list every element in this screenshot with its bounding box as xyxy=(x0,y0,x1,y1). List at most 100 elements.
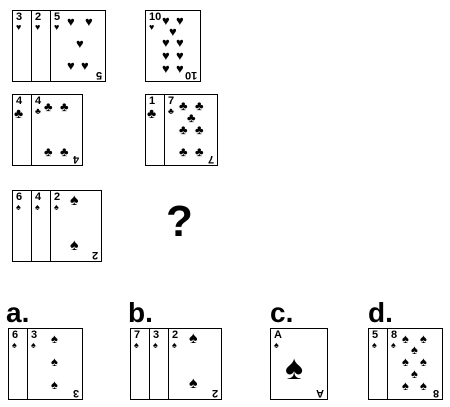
card-rank-bottom: A xyxy=(316,387,324,399)
spade-icon: ♠ xyxy=(31,340,36,350)
club-pip-icon: ♣ xyxy=(187,110,196,125)
heart-pip-icon: ♥ xyxy=(176,61,184,76)
card-rank: 3 xyxy=(16,11,23,23)
card-7-clubs: 7 ♣ ♣ ♣ ♣ ♣ ♣ ♣ ♣ 7 xyxy=(164,94,218,166)
spade-pip-icon: ♠ xyxy=(51,354,58,369)
card-3-spades: 3 ♠ ♠ ♠ ♠ 3 xyxy=(27,328,83,400)
card-rank-bottom: 7 xyxy=(207,153,214,165)
heart-pip-icon: ♥ xyxy=(162,61,170,76)
card-rank: 7 xyxy=(134,329,141,341)
heart-pip-icon: ♥ xyxy=(162,35,170,50)
card-10-hearts: 10 ♥ ♥ ♥ ♥ ♥ ♥ ♥ ♥ ♥ ♥ 10 xyxy=(145,10,201,82)
card-rank: 4 xyxy=(35,95,42,107)
card-rank-bottom: 5 xyxy=(95,69,102,81)
spade-icon: ♠ xyxy=(35,202,40,212)
club-pip-icon: ♣ xyxy=(195,98,204,113)
card-1-clubs: 1 ♣ xyxy=(145,94,165,166)
club-pip-icon: ♣ xyxy=(60,99,69,114)
card-7-spades: 7 ♠ xyxy=(130,328,150,400)
heart-icon: ♥ xyxy=(54,22,60,32)
card-4-clubs: 4 ♣ xyxy=(12,94,32,166)
club-pip-icon: ♣ xyxy=(179,122,188,137)
heart-icon: ♥ xyxy=(149,22,155,32)
card-rank: A xyxy=(274,329,282,341)
card-6-spades: 6 ♠ xyxy=(8,328,28,400)
card-4-clubs: 4 ♣ ♣ ♣ ♣ ♣ 4 xyxy=(31,94,83,166)
spade-pip-icon: ♠ xyxy=(70,237,79,254)
card-rank: 6 xyxy=(12,329,19,341)
spade-icon: ♠ xyxy=(16,202,21,212)
club-icon: ♣ xyxy=(35,106,41,116)
spade-pip-icon: ♠ xyxy=(420,331,427,346)
card-rank: 2 xyxy=(35,11,42,23)
heart-pip-icon: ♥ xyxy=(176,13,184,28)
card-rank: 2 xyxy=(54,191,61,203)
heart-icon: ♥ xyxy=(35,22,41,32)
card-3-spades: 3 ♠ xyxy=(149,328,169,400)
spade-pip-icon: ♠ xyxy=(411,366,418,381)
option-d-label[interactable]: d. xyxy=(368,297,393,328)
card-rank: 8 xyxy=(391,329,398,341)
card-rank: 4 xyxy=(16,95,23,107)
card-rank: 2 xyxy=(172,329,179,341)
option-a-label[interactable]: a. xyxy=(6,297,30,328)
heart-pip-icon: ♥ xyxy=(169,24,177,39)
heart-pip-icon: ♥ xyxy=(76,36,84,51)
spade-pip-icon: ♠ xyxy=(189,330,198,347)
spade-pip-icon: ♠ xyxy=(70,192,79,209)
heart-pip-icon: ♥ xyxy=(176,35,184,50)
heart-pip-icon: ♥ xyxy=(85,14,93,29)
spade-pip-icon: ♠ xyxy=(285,349,304,387)
card-rank: 10 xyxy=(149,11,162,23)
club-pip-icon: ♣ xyxy=(195,122,204,137)
spade-icon: ♠ xyxy=(134,340,139,350)
card-rank-bottom: 2 xyxy=(91,249,98,261)
club-pip-icon: ♣ xyxy=(179,98,188,113)
card-rank-bottom: 10 xyxy=(184,69,197,81)
spade-icon: ♠ xyxy=(372,340,377,350)
card-rank: 6 xyxy=(16,191,23,203)
spade-icon: ♠ xyxy=(153,340,158,350)
card-rank-bottom: 2 xyxy=(211,387,218,399)
card-4-spades: 4 ♠ xyxy=(31,190,51,262)
club-pip-icon: ♣ xyxy=(44,99,53,114)
card-rank: 1 xyxy=(149,95,156,107)
option-b-label[interactable]: b. xyxy=(128,297,153,328)
heart-icon: ♥ xyxy=(16,22,22,32)
spade-icon: ♠ xyxy=(12,340,17,350)
option-c-label[interactable]: c. xyxy=(270,297,294,328)
card-rank-bottom: 8 xyxy=(432,387,439,399)
card-2-spades: 2 ♠ ♠ ♠ 2 xyxy=(168,328,222,400)
card-rank: 4 xyxy=(35,191,42,203)
spade-pip-icon: ♠ xyxy=(402,331,409,346)
club-pip-icon: ♣ xyxy=(44,144,53,159)
club-icon: ♣ xyxy=(14,105,24,121)
card-6-spades: 6 ♠ xyxy=(12,190,32,262)
spade-pip-icon: ♠ xyxy=(402,378,409,393)
heart-pip-icon: ♥ xyxy=(162,13,170,28)
card-rank-bottom: 4 xyxy=(72,153,79,165)
heart-pip-icon: ♥ xyxy=(176,48,184,63)
spade-icon: ♠ xyxy=(172,340,177,350)
card-rank-bottom: 3 xyxy=(72,387,79,399)
card-ace-spades: A ♠ ♠ A xyxy=(270,328,328,400)
card-rank: 7 xyxy=(168,95,175,107)
spade-pip-icon: ♠ xyxy=(51,331,58,346)
card-5-hearts: 5 ♥ ♥ ♥ ♥ ♥ ♥ 5 xyxy=(50,10,106,82)
spade-pip-icon: ♠ xyxy=(51,377,58,392)
card-3-hearts: 3 ♥ xyxy=(12,10,32,82)
club-icon: ♣ xyxy=(147,105,157,121)
heart-pip-icon: ♥ xyxy=(162,48,170,63)
card-rank: 3 xyxy=(153,329,160,341)
club-pip-icon: ♣ xyxy=(195,144,204,159)
spade-icon: ♠ xyxy=(274,340,279,350)
card-5-spades: 5 ♠ xyxy=(368,328,388,400)
heart-pip-icon: ♥ xyxy=(67,14,75,29)
club-icon: ♣ xyxy=(168,106,174,116)
card-rank: 5 xyxy=(54,11,61,23)
club-pip-icon: ♣ xyxy=(60,144,69,159)
spade-pip-icon: ♠ xyxy=(420,354,427,369)
spade-pip-icon: ♠ xyxy=(402,354,409,369)
card-rank: 5 xyxy=(372,329,379,341)
spade-pip-icon: ♠ xyxy=(420,378,427,393)
